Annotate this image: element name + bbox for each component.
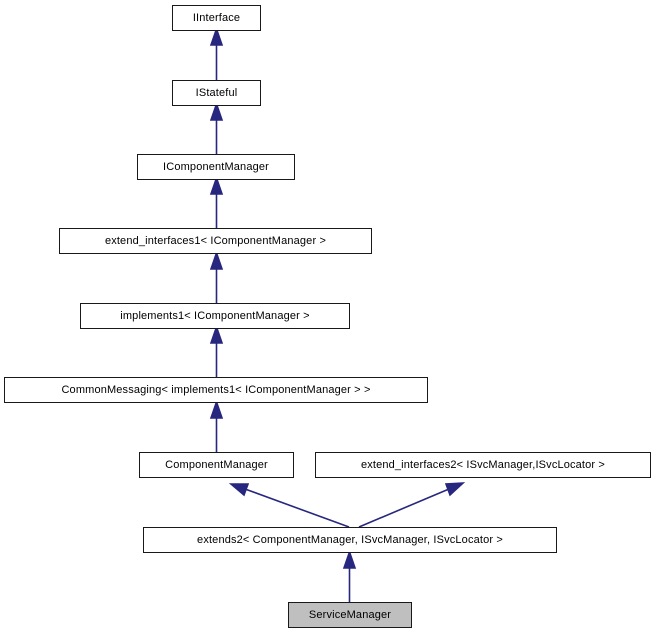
node-extend-interfaces1[interactable]: extend_interfaces1< IComponentManager >	[59, 228, 372, 254]
node-label: implements1< IComponentManager >	[120, 309, 310, 322]
node-label: ComponentManager	[165, 458, 268, 471]
node-implements1[interactable]: implements1< IComponentManager >	[80, 303, 350, 329]
node-label: IComponentManager	[163, 160, 269, 173]
node-icomponentmanager[interactable]: IComponentManager	[137, 154, 295, 180]
node-servicemanager[interactable]: ServiceManager	[288, 602, 412, 628]
node-label: ServiceManager	[308, 608, 392, 621]
edge-implements1-to-extendinterfaces1	[209, 250, 224, 303]
node-istateful[interactable]: IStateful	[172, 80, 261, 106]
edge-istateful-to-iinterface	[209, 26, 224, 80]
node-extend-interfaces2[interactable]: extend_interfaces2< ISvcManager,ISvcLoca…	[315, 452, 651, 478]
edge-extends2-to-extendinterfaces2	[358, 482, 466, 528]
node-componentmanager[interactable]: ComponentManager	[139, 452, 294, 478]
edge-commonmessaging-to-implements1	[209, 324, 224, 377]
node-label: extend_interfaces2< ISvcManager,ISvcLoca…	[360, 458, 605, 471]
node-label: IInterface	[192, 11, 241, 24]
node-iinterface[interactable]: IInterface	[172, 5, 261, 31]
edge-servicemanager-to-extends2	[342, 549, 357, 602]
edge-extendinterfaces1-to-icomponentmanager	[209, 175, 224, 228]
node-extends2[interactable]: extends2< ComponentManager, ISvcManager,…	[143, 527, 557, 553]
edge-extends2-to-componentmanager	[228, 483, 350, 528]
edge-componentmanager-to-commonmessaging	[209, 399, 224, 452]
node-label: extend_interfaces1< IComponentManager >	[104, 234, 327, 247]
edge-icomponentmanager-to-istateful	[209, 101, 224, 154]
node-commonmessaging[interactable]: CommonMessaging< implements1< IComponent…	[4, 377, 428, 403]
node-label: IStateful	[195, 86, 238, 99]
node-label: CommonMessaging< implements1< IComponent…	[61, 383, 371, 396]
node-label: extends2< ComponentManager, ISvcManager,…	[197, 533, 503, 546]
